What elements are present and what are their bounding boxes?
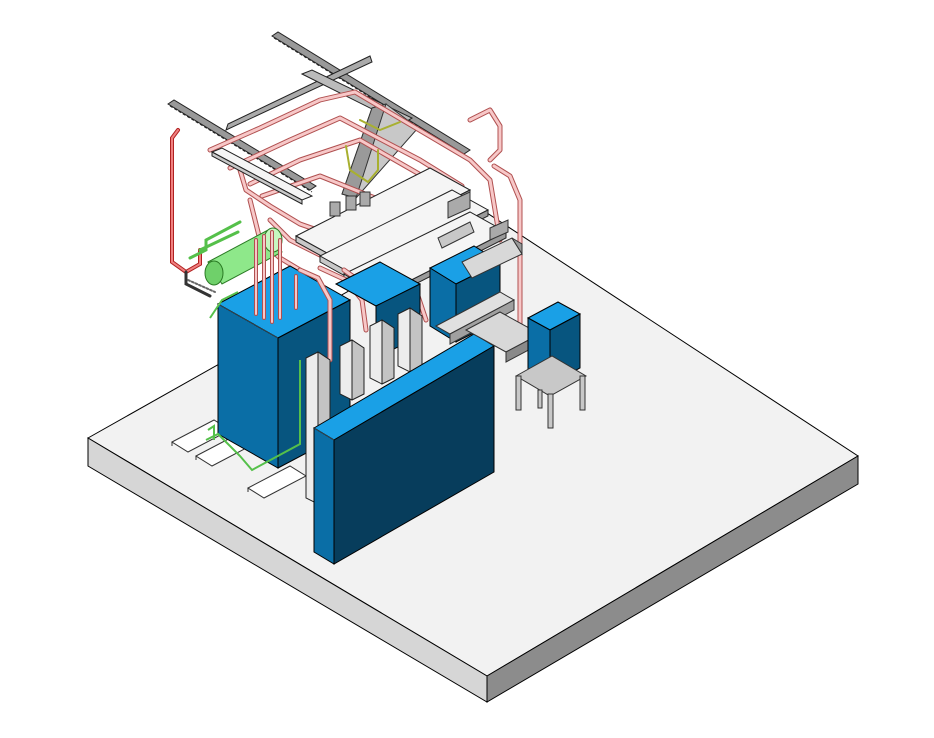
- platform-right-face: [486, 455, 859, 703]
- front-cabinet-side: [333, 345, 495, 565]
- red-pipe-loop: [170, 128, 202, 275]
- small-cabinet-stand: [514, 301, 588, 429]
- front-cabinet: [313, 333, 495, 565]
- edge-highlights: [217, 303, 335, 441]
- back-pipe-frame: [170, 128, 242, 298]
- front-cabinet-face: [313, 427, 335, 565]
- stand-frame: [514, 355, 588, 429]
- control-wire: [205, 291, 301, 472]
- riser-pipes: [254, 230, 298, 324]
- hangers: [329, 191, 509, 241]
- gray-panels: [305, 307, 423, 505]
